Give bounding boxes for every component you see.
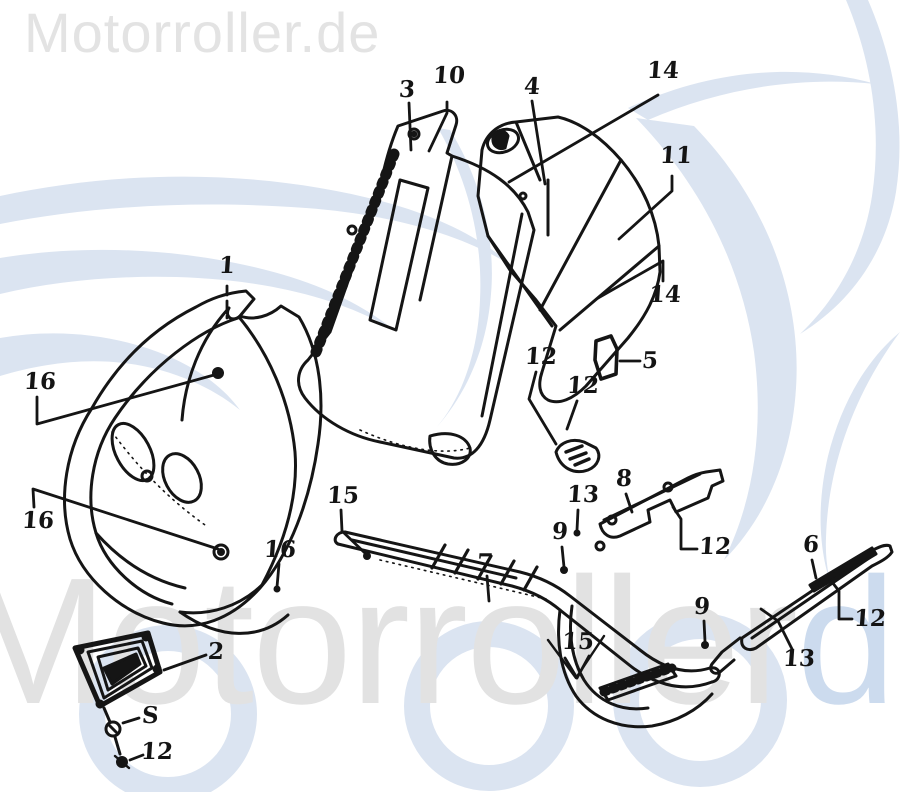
part-trim-blade: [709, 543, 894, 675]
part-step-rail: [594, 468, 725, 552]
callout-2: 2: [207, 638, 225, 665]
callout-16: 16: [263, 536, 297, 563]
part-footboard: [333, 530, 721, 729]
callout-12: 12: [140, 738, 174, 765]
callout-14: 14: [648, 281, 682, 308]
callout-9: 9: [693, 593, 711, 620]
callout-leader-lines: [31, 93, 854, 762]
callout-10: 10: [432, 62, 466, 89]
callout-14: 14: [646, 57, 680, 84]
watermark-top-text: Motorroller.de: [24, 1, 381, 64]
callout-15: 15: [326, 482, 360, 509]
part-small-plate: [593, 334, 619, 381]
part-triangle-bracket: [72, 630, 163, 770]
callout-6: 6: [802, 531, 820, 558]
callout-12: 12: [566, 372, 600, 399]
callout-S: S: [141, 702, 160, 729]
callout-4: 4: [523, 73, 541, 100]
callout-1: 1: [218, 252, 236, 279]
callout-15: 15: [561, 628, 595, 655]
callout-5: 5: [641, 347, 659, 374]
part-front-fairing: [63, 289, 323, 635]
callout-12: 12: [524, 343, 558, 370]
part-frame-cover: [476, 115, 662, 474]
callout-16: 16: [21, 507, 55, 534]
callout-13: 13: [782, 645, 816, 672]
callout-8: 8: [615, 465, 633, 492]
callout-12: 12: [853, 605, 887, 632]
part-inner-leg-shield: [297, 108, 536, 466]
callout-16: 16: [23, 368, 57, 395]
callout-12: 12: [698, 533, 732, 560]
callout-13: 13: [566, 481, 600, 508]
callout-3: 3: [398, 76, 416, 103]
callout-11: 11: [659, 142, 693, 169]
callout-9: 9: [551, 518, 569, 545]
callout-7: 7: [476, 549, 494, 576]
